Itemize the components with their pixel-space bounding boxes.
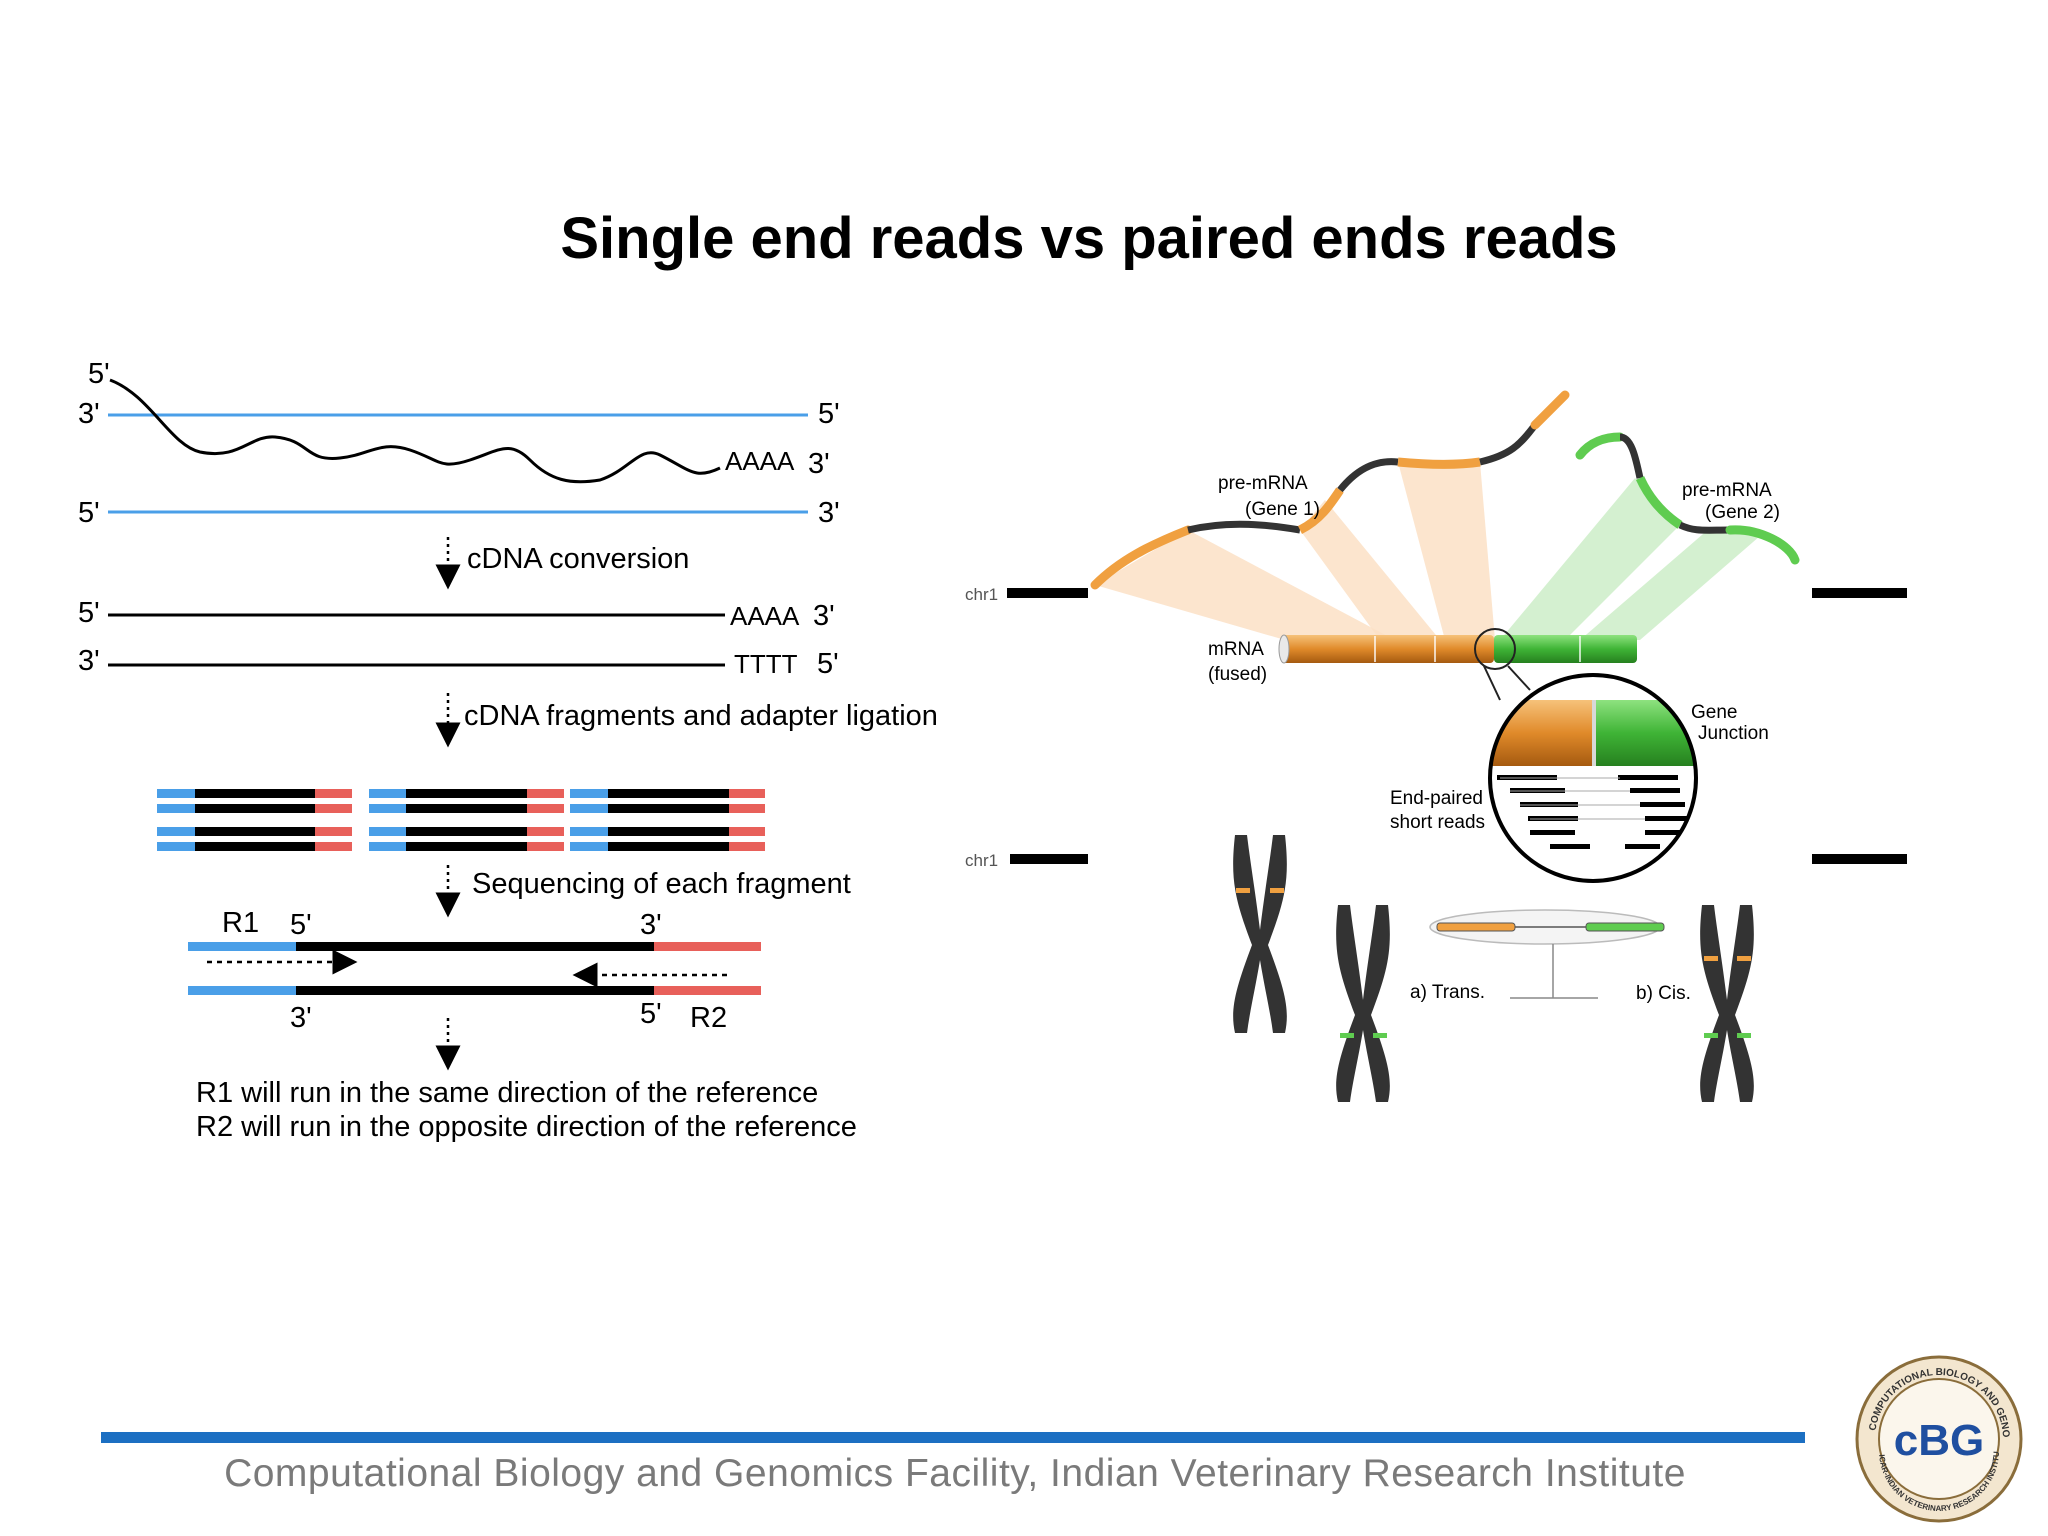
projection-cone-2 <box>1300 500 1440 640</box>
fragment-set-1 <box>157 789 352 851</box>
read-r2-5prime: 5' <box>640 998 662 1030</box>
step2-label: cDNA fragments and adapter ligation <box>464 700 938 732</box>
read-r1-3prime: 3' <box>640 909 662 941</box>
label-5prime-top-right: 5' <box>818 398 840 430</box>
gene2-premrna-exon-a <box>1575 432 1625 460</box>
junction-label-line1: Gene <box>1691 702 1737 723</box>
chr1-bottom-label: chr1 <box>965 851 998 870</box>
mrna-wave <box>109 378 721 484</box>
junction-label-line2: Junction <box>1698 723 1769 744</box>
cdna-bottom-3prime: 3' <box>78 645 100 677</box>
gene1-label-line2: (Gene 1) <box>1245 499 1320 520</box>
fragment-set-3 <box>570 789 765 851</box>
projection-cone-5 <box>1580 528 1760 640</box>
fragment-group <box>157 789 765 851</box>
label-mrna-3prime: 3' <box>808 448 830 480</box>
cdna-top-3prime: 3' <box>813 600 835 632</box>
footer-divider <box>101 1432 1805 1443</box>
gene2-label-line1: pre-mRNA <box>1682 480 1772 501</box>
label-3prime-bottom-right: 3' <box>818 497 840 529</box>
paired-read-diagram: R1 5' 3' 3' 5' R2 <box>188 907 761 1034</box>
chr1-bottom-bar-right <box>1812 854 1907 864</box>
chr1-top-bar-left <box>1007 588 1088 598</box>
gene2-premrna-intron-b <box>1678 521 1731 534</box>
chromosome-2 <box>1336 905 1390 1102</box>
mrna-label-line2: (fused) <box>1208 664 1267 685</box>
gene2-premrna-intron-a <box>1619 433 1644 479</box>
trans-label: a) Trans. <box>1410 982 1485 1003</box>
reads-label-line1: End-paired <box>1390 788 1483 809</box>
cdna-top-tail: AAAA <box>730 601 800 631</box>
reads-label-line2: short reads <box>1390 812 1485 833</box>
mrna-label-line1: mRNA <box>1208 639 1264 660</box>
conclusion-line-1: R1 will run in the same direction of the… <box>196 1077 818 1109</box>
chr1-bottom-bar-left <box>1010 854 1088 864</box>
chromosome-3 <box>1700 905 1754 1102</box>
gene1-premrna-intron-c <box>1479 422 1538 466</box>
gene1-premrna-intron-a <box>1187 520 1301 534</box>
gene1-premrna-intron-b <box>1337 458 1399 493</box>
footer-institution: Computational Biology and Genomics Facil… <box>224 1452 1686 1495</box>
conclusion-line-2: R2 will run in the opposite direction of… <box>196 1111 857 1143</box>
gene2-premrna-exon-c <box>1725 525 1800 565</box>
cis-label: b) Cis. <box>1636 983 1691 1004</box>
label-3prime-top-left: 3' <box>78 398 100 430</box>
read-r1-5prime: 5' <box>290 909 312 941</box>
chromosome-1 <box>1233 835 1287 1033</box>
label-5prime-top: 5' <box>88 358 110 390</box>
gene1-premrna-exon-a <box>1090 525 1193 590</box>
projection-cone-3 <box>1398 462 1495 640</box>
projection-cone-4 <box>1500 478 1680 640</box>
gene2-label-line2: (Gene 2) <box>1705 502 1780 523</box>
fused-mrna-gene1 <box>1282 635 1494 663</box>
junction-highlight-circle <box>1474 628 1516 670</box>
cdna-bottom-tail: TTTT <box>734 649 798 679</box>
read-r2-3prime: 3' <box>290 1002 312 1034</box>
chr1-top-label: chr1 <box>965 585 998 604</box>
read-r1-label: R1 <box>222 907 259 939</box>
step1-label: cDNA conversion <box>467 543 689 575</box>
label-5prime-bottom-left: 5' <box>78 497 100 529</box>
fragment-set-2 <box>369 789 564 851</box>
cbg-logo: COMPUTATIONAL BIOLOGY AND GENOMICS ICAR-… <box>1855 1355 2023 1523</box>
fused-mrna-gene2 <box>1494 635 1637 663</box>
read-r2-label: R2 <box>690 1002 727 1034</box>
gene1-label-line1: pre-mRNA <box>1218 473 1308 494</box>
logo-initials: cBG <box>1894 1416 1984 1465</box>
chr1-top-bar-right <box>1812 588 1907 598</box>
cdna-bottom-5prime: 5' <box>817 648 839 680</box>
junction-zoom-circle <box>1488 673 1698 883</box>
projection-cone-1 <box>1095 530 1395 640</box>
right-fusion-diagram: chr1 chr1 pre-mRNA (Gene 1) pre-mRNA (Ge… <box>965 390 1907 1102</box>
step3-label: Sequencing of each fragment <box>472 868 851 900</box>
gene1-premrna-exon-d <box>1530 390 1570 430</box>
gene2-premrna-exon-b <box>1635 476 1683 529</box>
gene1-premrna-exon-c <box>1397 457 1481 469</box>
gene1-premrna-exon-b <box>1297 487 1344 535</box>
cdna-top-5prime: 5' <box>78 597 100 629</box>
left-paired-end-diagram: 5' 3' 5' AAAA 3' 5' 3' cDNA conversion 5… <box>78 358 938 1143</box>
label-mrna-tail: AAAA <box>725 446 795 476</box>
slide-title: Single end reads vs paired ends reads <box>560 206 1618 271</box>
